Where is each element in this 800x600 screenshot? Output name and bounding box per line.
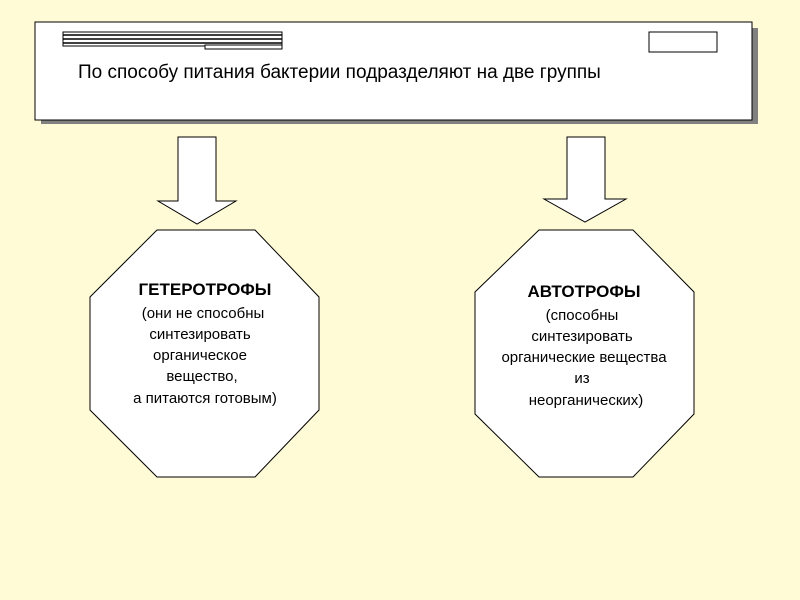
autotrophs-line: (способны bbox=[546, 307, 619, 324]
header-title: По способу питания бактерии подразделяют… bbox=[78, 62, 601, 83]
header-decoration-box bbox=[648, 31, 718, 53]
heterotrophs-line: органическое bbox=[153, 347, 247, 364]
octagon-autotrophs bbox=[474, 229, 695, 478]
heterotrophs-line: синтезировать bbox=[149, 326, 251, 343]
heterotrophs-text: ГЕТЕРОТРОФЫ (они не способны синтезирова… bbox=[133, 280, 277, 407]
header-decoration-stripes bbox=[62, 31, 283, 50]
arrow-right bbox=[542, 136, 628, 223]
autotrophs-title: АВТОТРОФЫ bbox=[528, 282, 641, 301]
autotrophs-line: из bbox=[574, 370, 589, 387]
autotrophs-line: органические вещества bbox=[501, 349, 667, 366]
heterotrophs-title: ГЕТЕРОТРОФЫ bbox=[139, 280, 272, 299]
autotrophs-line: неорганических) bbox=[529, 392, 644, 409]
heterotrophs-line: вещество, bbox=[166, 368, 237, 385]
autotrophs-text: АВТОТРОФЫ (способны синтезировать органи… bbox=[501, 282, 667, 409]
heterotrophs-line: (они не способны bbox=[142, 305, 265, 322]
heterotrophs-line: а питаются готовым) bbox=[133, 390, 277, 407]
arrow-left bbox=[156, 136, 238, 225]
octagon-heterotrophs bbox=[89, 229, 320, 478]
autotrophs-line: синтезировать bbox=[531, 328, 633, 345]
